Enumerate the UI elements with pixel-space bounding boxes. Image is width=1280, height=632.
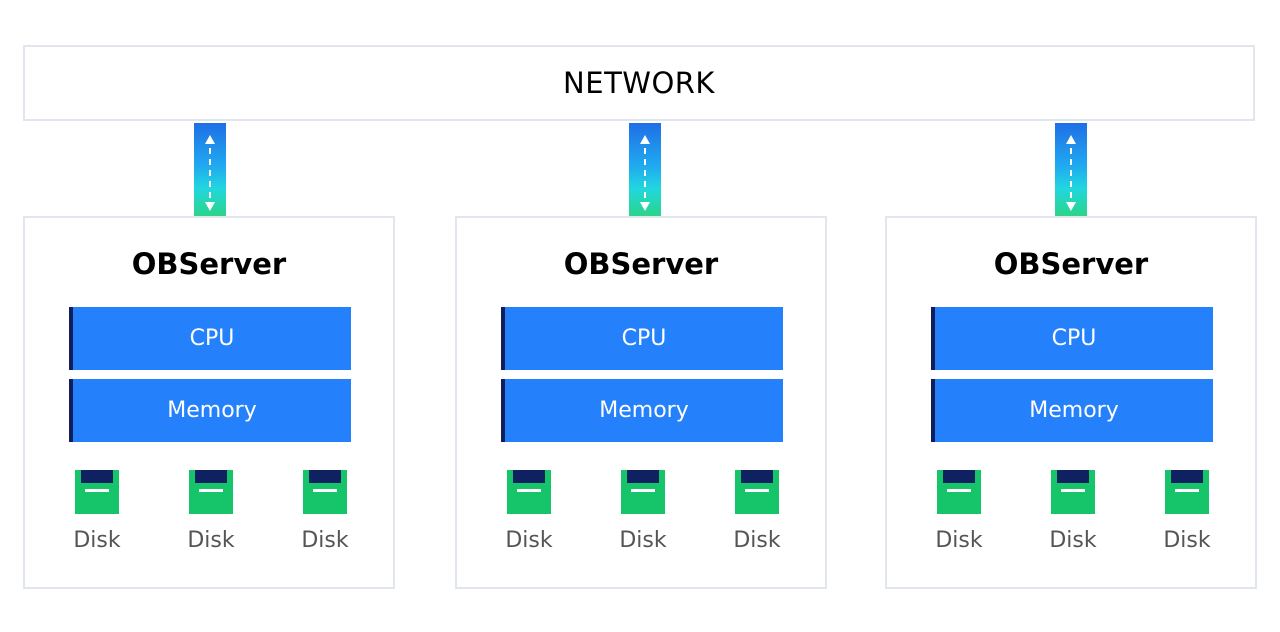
disk-item: Disk — [1033, 470, 1113, 560]
disk-item: Disk — [603, 470, 683, 560]
disk-icon — [303, 470, 347, 514]
disk-label: Disk — [733, 528, 781, 553]
disk-icon — [1051, 470, 1095, 514]
server-title: OBServer — [563, 247, 719, 281]
disk-item: Disk — [489, 470, 569, 560]
disk-item: Disk — [285, 470, 365, 560]
connector-2 — [629, 123, 661, 216]
memory-bar: Memory — [931, 379, 1213, 442]
disk-label: Disk — [301, 528, 349, 553]
disk-label: Disk — [1049, 528, 1097, 553]
bidirectional-arrow-icon — [640, 135, 650, 211]
disk-label: Disk — [187, 528, 235, 553]
disk-icon — [75, 470, 119, 514]
disk-label: Disk — [1163, 528, 1211, 553]
disk-icon — [621, 470, 665, 514]
disk-item: Disk — [57, 470, 137, 560]
disk-label: Disk — [619, 528, 667, 553]
server-box-2: OBServer CPU Memory Disk Disk Disk — [455, 216, 827, 589]
network-label: NETWORK — [563, 66, 715, 100]
disk-label: Disk — [73, 528, 121, 553]
server-title: OBServer — [993, 247, 1149, 281]
disk-item: Disk — [919, 470, 999, 560]
cpu-bar: CPU — [501, 307, 783, 370]
bidirectional-arrow-icon — [1066, 135, 1076, 211]
disk-item: Disk — [717, 470, 797, 560]
memory-bar: Memory — [69, 379, 351, 442]
connector-1 — [194, 123, 226, 216]
server-title: OBServer — [131, 247, 287, 281]
cpu-bar: CPU — [931, 307, 1213, 370]
disk-icon — [507, 470, 551, 514]
network-box: NETWORK — [23, 45, 1255, 121]
disk-label: Disk — [505, 528, 553, 553]
disk-icon — [189, 470, 233, 514]
disk-item: Disk — [1147, 470, 1227, 560]
disk-item: Disk — [171, 470, 251, 560]
bidirectional-arrow-icon — [205, 135, 215, 211]
disk-icon — [735, 470, 779, 514]
memory-bar: Memory — [501, 379, 783, 442]
disk-icon — [1165, 470, 1209, 514]
disk-label: Disk — [935, 528, 983, 553]
cpu-bar: CPU — [69, 307, 351, 370]
disk-icon — [937, 470, 981, 514]
server-box-1: OBServer CPU Memory Disk Disk Disk — [23, 216, 395, 589]
server-box-3: OBServer CPU Memory Disk Disk Disk — [885, 216, 1257, 589]
connector-3 — [1055, 123, 1087, 216]
